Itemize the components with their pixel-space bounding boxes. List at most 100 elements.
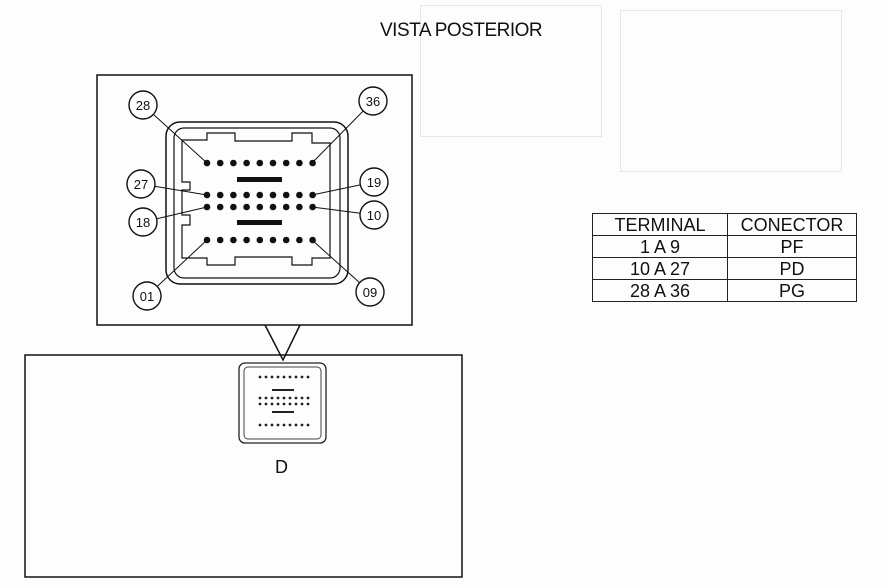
mini-pin [294, 396, 298, 400]
table-row: 28 A 36 PG [592, 279, 857, 302]
conector-cell: PF [727, 235, 857, 258]
mini-pin [282, 396, 286, 400]
mini-pin [258, 423, 262, 427]
table-header-row: TERMINAL CONECTOR [592, 213, 857, 236]
pin [230, 236, 237, 244]
mini-pin [264, 402, 268, 406]
pin [243, 236, 250, 244]
mini-pin [306, 396, 310, 400]
callout-circle [128, 207, 158, 237]
table-row: 1 A 9 PF [592, 235, 857, 258]
mini-pin [306, 375, 310, 379]
mini-pin [258, 375, 262, 379]
pin [216, 236, 224, 244]
mini-pin [294, 423, 298, 427]
callout-leaders [140, 100, 375, 297]
terminal-cell: 28 A 36 [592, 279, 728, 302]
key-bar [237, 220, 282, 225]
pin [243, 203, 250, 211]
pin-number: 18 [136, 215, 150, 230]
pin [230, 159, 237, 167]
mini-pin [270, 402, 274, 406]
callout-circle [128, 90, 158, 120]
mini-pin [264, 396, 268, 400]
pin-number: 19 [367, 175, 381, 190]
pin [296, 203, 303, 211]
terminal-cell: 10 A 27 [592, 257, 728, 280]
pin-number: 27 [134, 177, 148, 192]
table-row: 10 A 27 PD [592, 257, 857, 280]
background-bleed-through [620, 10, 842, 172]
zoom-box [96, 74, 413, 326]
mini-pin [276, 402, 280, 406]
mini-pin [270, 375, 274, 379]
mini-pin [258, 402, 262, 406]
page-title: VISTA POSTERIOR [380, 20, 543, 41]
mini-pin [288, 375, 292, 379]
callout-circle [132, 281, 162, 311]
pin [243, 159, 250, 167]
pin [269, 236, 277, 244]
connector-label: D [275, 457, 288, 477]
pin [282, 203, 290, 211]
conector-cell: PG [727, 279, 857, 302]
mini-pin [288, 396, 292, 400]
pin-number: 01 [140, 289, 154, 304]
key-bar [237, 177, 282, 182]
pin-number: 10 [367, 208, 381, 223]
mini-pin [300, 375, 304, 379]
pin [282, 236, 290, 244]
mini-pin [300, 402, 304, 406]
pin-number: 09 [363, 285, 377, 300]
background-bleed-through [420, 5, 602, 137]
connector-d-pins [258, 375, 310, 427]
callout-circle [359, 200, 389, 230]
pin [216, 203, 224, 211]
callout-circle [359, 167, 389, 197]
connector-inner [181, 132, 331, 266]
mini-pin [270, 423, 274, 427]
mini-pin [288, 423, 292, 427]
mini-pin [306, 423, 310, 427]
pin [230, 191, 237, 199]
mini-pin [264, 375, 268, 379]
terminal-cell: 1 A 9 [592, 235, 728, 258]
pin [296, 236, 303, 244]
pin [256, 159, 264, 167]
pin [256, 203, 264, 211]
pin [282, 159, 290, 167]
pin [243, 191, 250, 199]
header-conector: CONECTOR [727, 213, 857, 236]
pin [269, 159, 277, 167]
mini-pin [282, 402, 286, 406]
mini-pin [276, 423, 280, 427]
mini-pin [288, 402, 292, 406]
pin-grid [203, 159, 316, 244]
pin [230, 203, 237, 211]
pin [282, 191, 290, 199]
mini-pin [300, 423, 304, 427]
pin [296, 159, 303, 167]
mini-pin [258, 396, 262, 400]
mini-pin [276, 396, 280, 400]
zoom-pointer [264, 324, 301, 362]
pin-number: 36 [366, 94, 380, 109]
connector-outer [165, 121, 349, 285]
pin [216, 159, 224, 167]
header-terminal: TERMINAL [592, 213, 728, 236]
pin [296, 191, 303, 199]
pin [269, 191, 277, 199]
callout-circle [355, 277, 385, 307]
pin [269, 203, 277, 211]
pin-callouts: 28 36 27 19 18 10 01 09 [126, 86, 389, 311]
mini-pin [264, 423, 268, 427]
mini-pin [270, 396, 274, 400]
callout-circle [126, 169, 156, 199]
pin-number: 28 [136, 98, 150, 113]
pin [216, 191, 224, 199]
callout-circle [358, 86, 388, 116]
mini-pin [282, 423, 286, 427]
terminal-connector-table: TERMINAL CONECTOR 1 A 9 PF 10 A 27 PD 28… [592, 213, 857, 302]
